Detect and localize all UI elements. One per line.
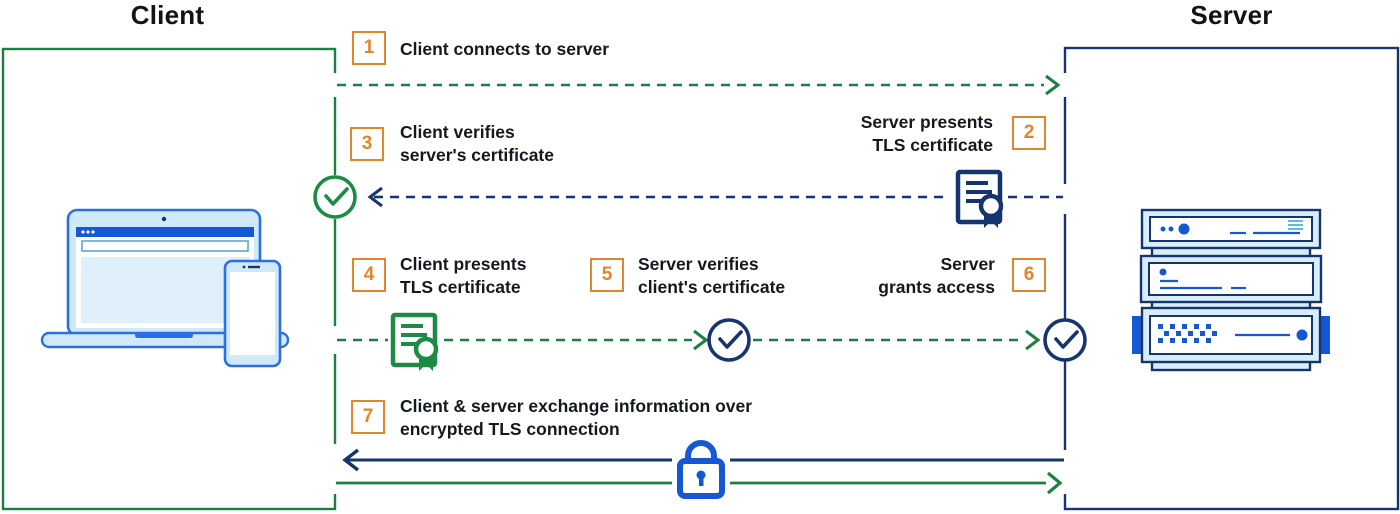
step-6-label: Server grants access [878,254,995,298]
server-rack-icon [1132,208,1330,372]
step-5-badge: 5 [590,258,624,292]
arrow-server-certificate [367,186,1063,208]
laptop-icon [40,208,290,349]
step-3-badge: 3 [350,127,384,161]
step-4-badge: 4 [352,258,386,292]
server-title: Server [1190,0,1273,30]
phone-icon [223,259,282,368]
check-circle-navy-icon [707,318,751,362]
step-4-label: Client presents TLS certificate [400,254,527,298]
step-7-badge: 7 [351,400,385,434]
step-2-label: Server presents TLS certificate [860,112,993,156]
check-circle-navy-grant-icon [1043,318,1087,362]
step-2-badge: 2 [1012,116,1046,150]
arrow-encrypted-right [336,471,1063,495]
arrow-client-certificate [337,329,1041,351]
step-7-label: Client & server exchange information ove… [400,396,753,440]
padlock-icon [677,440,725,499]
check-circle-green-icon [313,175,357,219]
step-6-badge: 6 [1012,258,1046,292]
step-1-badge: 1 [352,31,386,65]
arrow-encrypted-left [342,448,1064,472]
arrow-client-connects [337,74,1061,96]
certificate-icon-navy [955,169,1004,228]
certificate-icon-green [390,312,439,371]
step-3-label: Client verifies server's certificate [400,122,554,166]
client-title: Client [130,0,205,30]
step-5-label: Server verifies client's certificate [638,254,786,298]
step-1-label: Client connects to server [400,39,610,59]
